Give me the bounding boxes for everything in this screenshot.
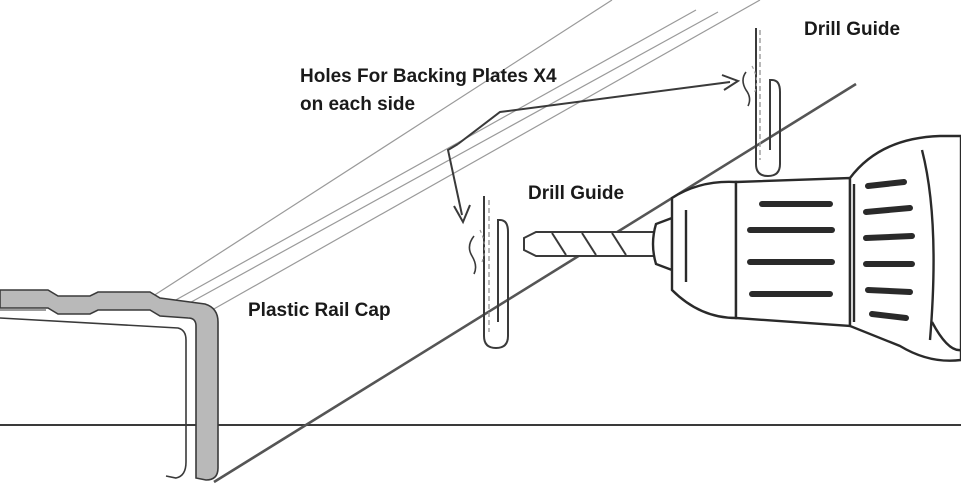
power-drill bbox=[651, 134, 961, 362]
drill-bit bbox=[523, 231, 661, 257]
rail-front-edge bbox=[213, 82, 857, 484]
drill-guide-top-shape bbox=[742, 28, 781, 178]
rail-cap-profile bbox=[0, 289, 219, 481]
rail-cap-label: Plastic Rail Cap bbox=[248, 300, 391, 321]
drill-guide-top-label: Drill Guide bbox=[804, 19, 901, 40]
callout-arrows bbox=[446, 74, 741, 225]
drill-guide-bottom-label: Drill Guide bbox=[528, 183, 625, 204]
holes-label-line2: on each side bbox=[300, 94, 416, 115]
rail bbox=[149, 0, 761, 315]
holes-label-line1: Holes For Backing Plates X4 bbox=[300, 66, 557, 87]
drill-guide-bottom-shape bbox=[468, 196, 509, 350]
